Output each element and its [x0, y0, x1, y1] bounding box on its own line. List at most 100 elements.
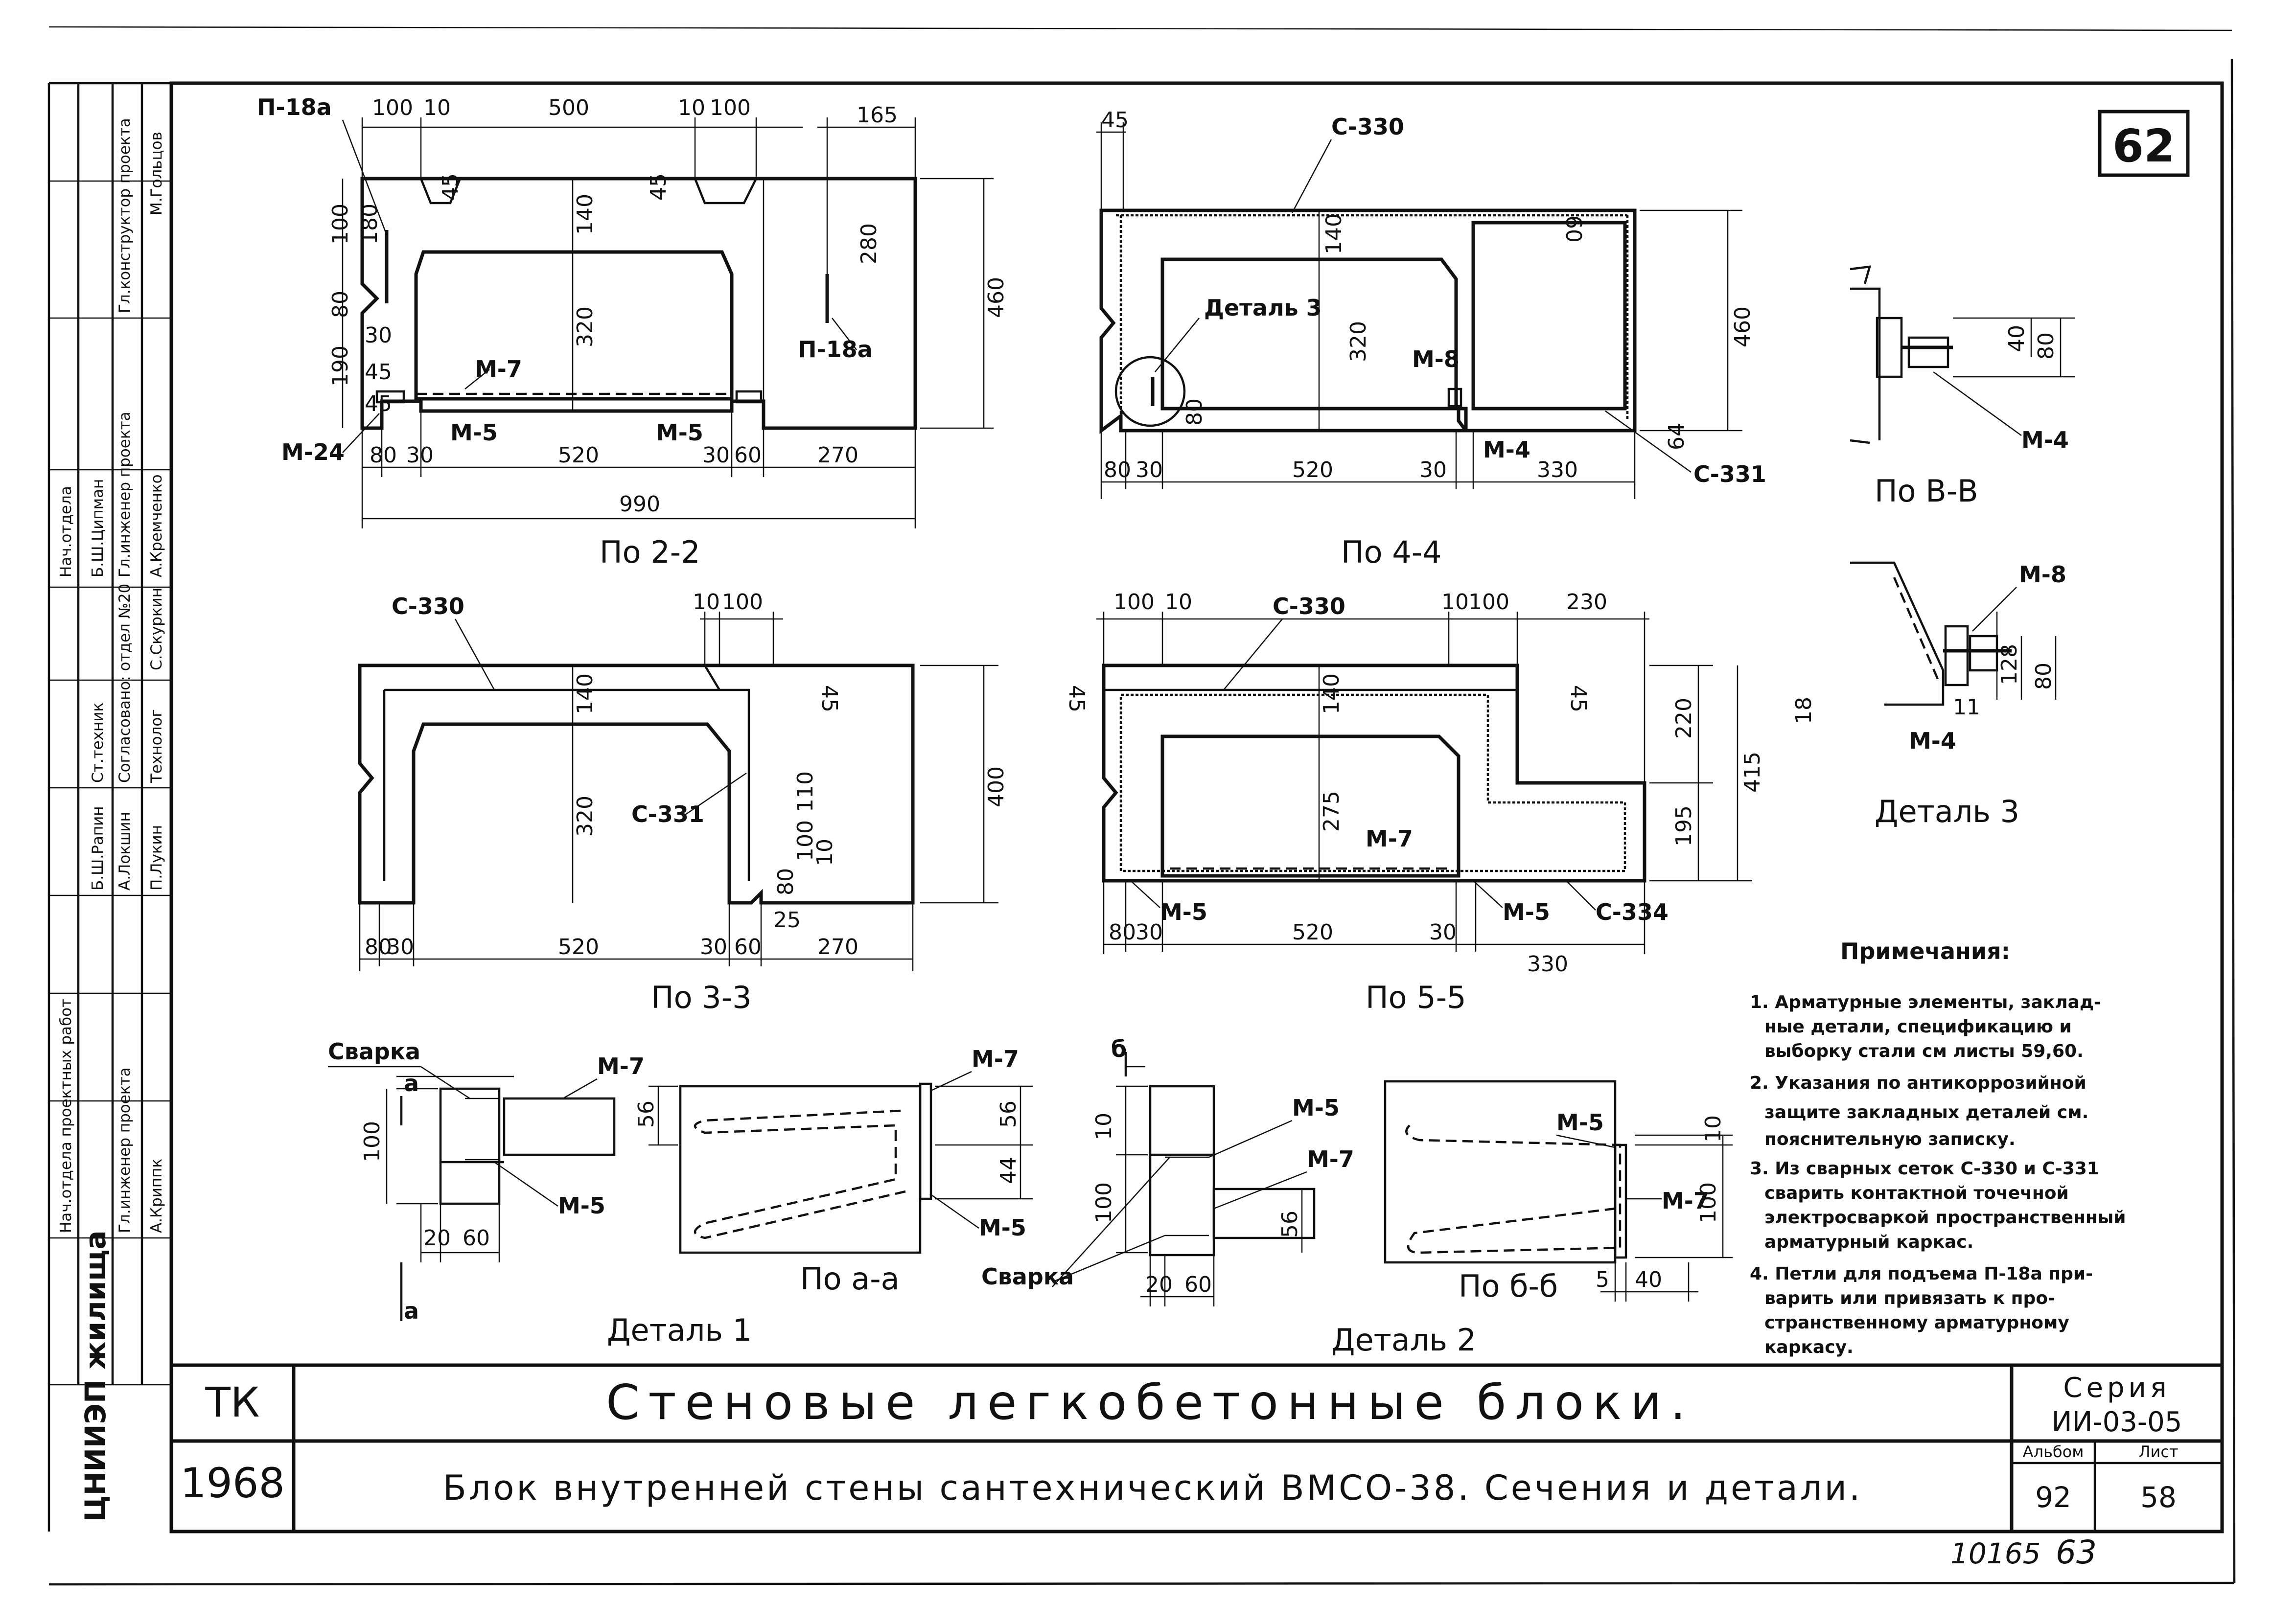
note-line-12: странственному арматурному [1764, 1313, 2069, 1333]
dim-left-0: 100 [328, 204, 353, 245]
dim-top-0: 100 [372, 95, 413, 120]
dim-1: 100 [1091, 1182, 1116, 1223]
notes: Примечания: 1. Арматурные элементы, закл… [1750, 938, 2126, 1357]
dim-top-0: 10 [693, 590, 720, 615]
dim-bottom-2: 520 [558, 443, 599, 468]
dim-top-3: 10 [678, 95, 705, 120]
dim-inner-4: 280 [857, 223, 881, 264]
label-m24: М-24 [281, 439, 345, 465]
label-m5-b: М-5 [656, 419, 703, 446]
dim-right-0: 460 [984, 277, 1009, 318]
album-value: 92 [2035, 1481, 2071, 1514]
dim-0: 10 [1701, 1115, 1726, 1143]
cavity [414, 250, 734, 401]
dim-inner-2: 320 [573, 796, 598, 837]
dim-2: 80 [2031, 663, 2056, 690]
label-c330: С-330 [392, 593, 464, 619]
caption-view-a-a: По а-а [800, 1261, 900, 1297]
section-5-5: С-330 М-7 М-5 М-5 С-334 100 10 10 100 23… [1064, 590, 1765, 1015]
caption-view-b-b: По В-В [1875, 473, 1978, 509]
dim-inner-0: 45 [1064, 685, 1089, 712]
caption-detail-1: Деталь 1 [607, 1312, 752, 1348]
stamp-text-3: Б.Ш.Ципман [89, 479, 107, 577]
organization-name: ЦНИИЭП жилища [79, 1231, 112, 1522]
stamp-text-8: А.Локшин [116, 812, 134, 891]
note-line-10: 4. Петли для подъема П-18а при- [1750, 1264, 2093, 1284]
dim-top-0: 100 [1113, 590, 1155, 615]
dim-total: 990 [619, 492, 660, 517]
dim-left-3: 190 [328, 345, 353, 387]
dim-inner-3: 275 [1319, 791, 1344, 832]
note-line-5: пояснительную записку. [1764, 1129, 2016, 1149]
label-m8: М-8 [1412, 346, 1460, 372]
dim-1: 44 [996, 1157, 1021, 1184]
stamp-text-15: Гл.инженер проекта [116, 1067, 134, 1233]
dim-inner-0: 45 [438, 173, 463, 201]
dim-inner-3: 110 [793, 771, 818, 812]
label-m4: М-4 [2021, 427, 2069, 453]
section-2-2: П-18а М-7 М-5 М-5 П-18а М-24 100 10 500 … [257, 94, 1009, 570]
dim-right-0: 460 [1730, 306, 1755, 347]
dim-bottom-5: 270 [817, 443, 858, 468]
stamp-text-9: Согласовано: отдел №20 [116, 584, 134, 783]
stamp-text-10: Технолог [148, 709, 165, 783]
dim-left-2: 80 [328, 291, 353, 318]
label-c331: С-331 [1693, 461, 1766, 487]
dim-bottom-2: 520 [558, 935, 599, 960]
label-m5-a: М-5 [450, 419, 498, 446]
note-line-8: электросваркой пространственный [1764, 1208, 2126, 1228]
dim-inner-4: 64 [1664, 423, 1689, 450]
label-section-b: б [1111, 1036, 1127, 1062]
caption-view-b-b-2: По б-б [1459, 1268, 1558, 1304]
dim-2: 56 [1277, 1211, 1302, 1238]
dim-inner-3: 80 [1182, 398, 1207, 426]
dim-left-5: 45 [365, 360, 392, 385]
dim-3: 11 [1953, 695, 1980, 720]
cavity-right [1471, 221, 1627, 411]
dim-bottom-1: 30 [1136, 457, 1163, 482]
label-c330: С-330 [1331, 114, 1404, 140]
dim-inner-1: 45 [1566, 685, 1591, 712]
dim-inner-1: 320 [1346, 321, 1371, 362]
dim-2: 5 [1596, 1267, 1609, 1292]
sheet-label: Лист [2138, 1442, 2178, 1461]
dim-inner-2: 60 [1561, 215, 1586, 243]
label-loop-right: П-18а [798, 336, 873, 363]
dim-inner-6: 10 [812, 839, 837, 866]
note-line-2: выборку стали см листы 59,60. [1764, 1041, 2084, 1061]
dim-3: 20 [1145, 1272, 1173, 1297]
note-line-6: 3. Из сварных сеток С-330 и С-331 [1750, 1159, 2099, 1179]
dim-top-1: 10 [423, 95, 451, 120]
dim-bottom-4: 330 [1527, 952, 1568, 977]
notes-heading: Примечания: [1840, 938, 2010, 964]
note-line-9: арматурный каркас. [1764, 1232, 1973, 1252]
dim-inner-7: 25 [773, 908, 801, 933]
dim-2: 56 [996, 1100, 1021, 1128]
title-year: 1968 [180, 1459, 285, 1507]
label-m5-b: М-5 [1503, 899, 1550, 925]
label-m4: М-4 [1483, 436, 1530, 463]
title-main: Стеновые легкобетонные блоки. [606, 1375, 1694, 1431]
sheet-value: 58 [2140, 1481, 2177, 1514]
dim-bottom-0: 80 [370, 443, 397, 468]
label-welding: Сварка [328, 1038, 420, 1065]
dim-inner-2: 140 [573, 194, 598, 235]
note-line-4: защите закладных деталей см. [1764, 1102, 2088, 1122]
note-line-3: 2. Указания по антикоррозийной [1750, 1073, 2087, 1093]
section-4-4: С-330 Деталь 3 М-8 М-4 С-331 45 140 320 … [1096, 108, 1766, 570]
label-section-a-top: а [404, 1070, 419, 1097]
dim-inner-0: 140 [1321, 213, 1346, 254]
cavity-left [1160, 257, 1458, 411]
dim-top-0: 45 [1101, 108, 1129, 133]
label-m7: М-7 [972, 1046, 1019, 1072]
label-m7: М-7 [1662, 1188, 1709, 1214]
dim-1: 128 [1997, 644, 2022, 685]
sheet-frame [47, 26, 2236, 1586]
view-b-b-2: М-5 М-7 10 100 5 40 По б-б [1384, 1080, 1733, 1304]
stamp-text-13: Нач.отдела проектных работ [57, 999, 75, 1233]
label-detail3: Деталь 3 [1204, 295, 1322, 321]
caption-section-5-5: По 5-5 [1366, 980, 1466, 1015]
block-outline [358, 663, 915, 905]
dim-1: 20 [423, 1226, 451, 1251]
